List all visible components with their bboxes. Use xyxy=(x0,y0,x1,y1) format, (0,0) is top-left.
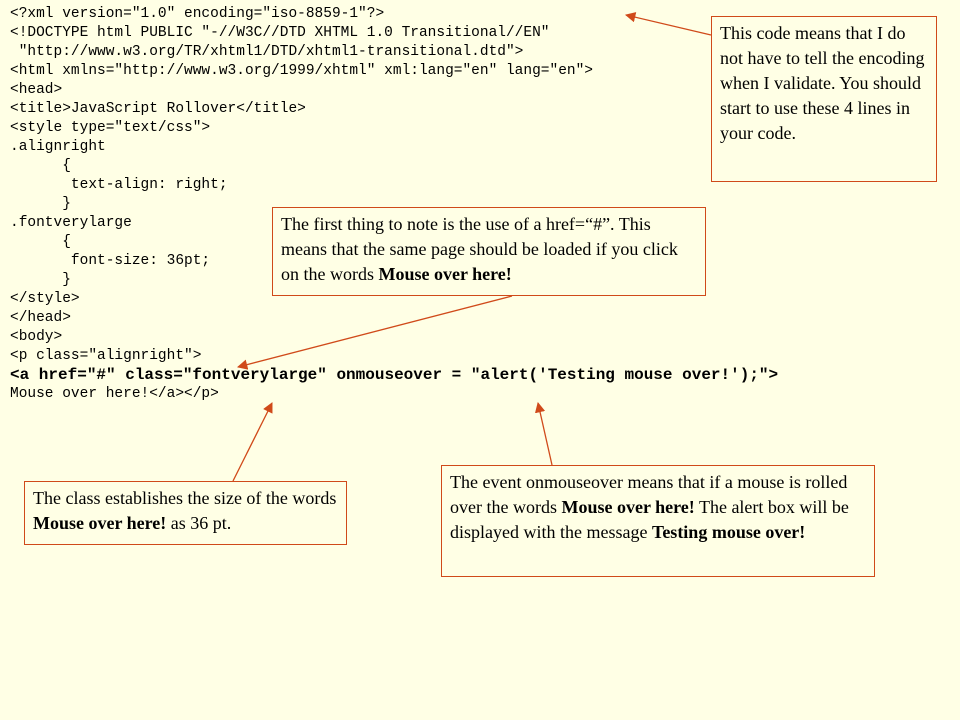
code-line: <head> xyxy=(10,82,63,98)
note-event-bold-2: Testing mouse over! xyxy=(651,522,806,542)
note-href: The first thing to note is the use of a … xyxy=(272,207,706,296)
note-event: The event onmouseover means that if a mo… xyxy=(441,465,875,577)
code-line: <p class="alignright"> xyxy=(10,348,202,364)
code-line: <body> xyxy=(10,329,63,345)
code-line: } xyxy=(10,272,71,288)
code-line: Mouse over here!</a></p> xyxy=(10,386,219,402)
arrow-event xyxy=(534,401,553,466)
code-line: <?xml version="1.0" encoding="iso-8859-1… xyxy=(10,6,385,22)
note-event-bold: Mouse over here! xyxy=(561,497,695,517)
code-line: font-size: 36pt; xyxy=(10,253,211,269)
arrow-href xyxy=(236,295,513,370)
note-encoding: This code means that I do not have to te… xyxy=(711,16,937,182)
note-class-text: The class establishes the size of the wo… xyxy=(33,488,337,508)
code-line: .fontverylarge xyxy=(10,215,132,231)
code-line: </head> xyxy=(10,310,71,326)
note-class-text-2: as 36 pt. xyxy=(166,513,232,533)
code-line: <title>JavaScript Rollover</title> xyxy=(10,101,306,117)
code-listing: <?xml version="1.0" encoding="iso-8859-1… xyxy=(10,5,778,404)
note-href-bold: Mouse over here! xyxy=(378,264,512,284)
note-event-text: The event onmouseover means that if a mo… xyxy=(450,472,848,517)
note-event-text-2: The alert box will be displayed with the… xyxy=(450,497,849,542)
code-line: "http://www.w3.org/TR/xhtml1/DTD/xhtml1-… xyxy=(10,44,524,60)
code-line: <html xmlns="http://www.w3.org/1999/xhtm… xyxy=(10,63,593,79)
code-line: <!DOCTYPE html PUBLIC "-//W3C//DTD XHTML… xyxy=(10,25,550,41)
note-encoding-text: This code means that I do not have to te… xyxy=(720,23,925,143)
arrow-encoding xyxy=(624,12,712,36)
code-line: } xyxy=(10,196,71,212)
code-line: .alignright xyxy=(10,139,106,155)
code-line: { xyxy=(10,234,71,250)
arrow-class xyxy=(232,402,273,482)
code-line: text-align: right; xyxy=(10,177,228,193)
code-line: </style> xyxy=(10,291,80,307)
note-class: The class establishes the size of the wo… xyxy=(24,481,347,545)
code-line-anchor: <a href="#" class="fontverylarge" onmous… xyxy=(10,366,779,384)
note-class-bold: Mouse over here! xyxy=(33,513,167,533)
code-line: { xyxy=(10,158,71,174)
code-line: <style type="text/css"> xyxy=(10,120,211,136)
note-href-text: The first thing to note is the use of a … xyxy=(281,214,678,284)
